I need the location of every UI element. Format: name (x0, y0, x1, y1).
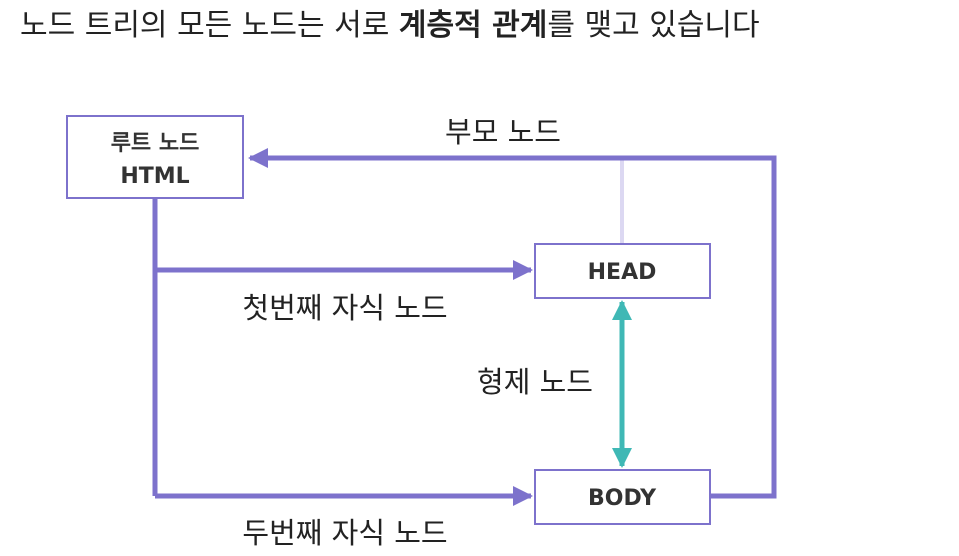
sibling-node-label: 형제 노드 (477, 365, 593, 399)
second-child-label: 두번째 자식 노드 (242, 516, 447, 550)
root-node-label-line2: HTML (120, 164, 189, 189)
body-node-box (534, 469, 711, 525)
body-node-label: BODY (588, 486, 657, 511)
root-node-label-line1: 루트 노드 (111, 131, 200, 156)
head-node-label: HEAD (588, 260, 657, 285)
first-child-label: 첫번째 자식 노드 (242, 291, 447, 325)
parent-node-label: 부모 노드 (445, 115, 561, 149)
body-node: BODY (534, 469, 711, 525)
head-node-box (534, 243, 711, 299)
title-prefix: 노드 트리의 모든 노드는 서로 (20, 8, 399, 43)
parent-arrow (248, 148, 777, 499)
head-node: HEAD (534, 243, 711, 299)
title-suffix: 를 맺고 있습니다 (547, 8, 760, 43)
page-title: 노드 트리의 모든 노드는 서로 계층적 관계를 맺고 있습니다 (20, 4, 760, 48)
root-node: 루트 노드 HTML (66, 115, 244, 199)
title-emphasis: 계층적 관계 (398, 8, 548, 43)
root-node-box (66, 115, 244, 199)
